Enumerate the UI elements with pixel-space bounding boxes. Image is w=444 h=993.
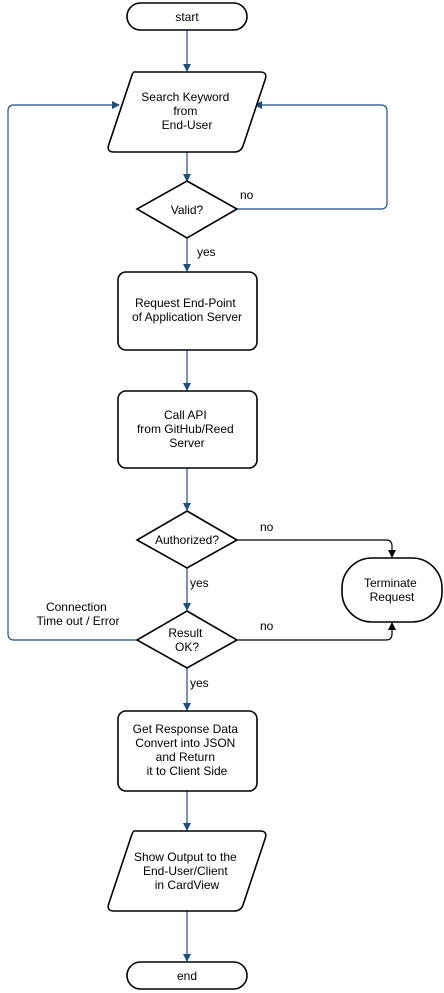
show-output-label: Show Output to the End-User/Client in Ca… [134,850,240,892]
end-terminal: end [126,961,248,990]
edge-result-no-to-terminate [237,622,396,641]
error-edge-label: Connection Time out / Error [37,600,120,628]
result-yes-label: yes [190,676,209,690]
get-response-label: Get Response Data Convert into JSON and … [133,722,242,778]
authorized-label: Authorized? [155,533,219,547]
result-no-label: no [260,619,274,633]
edges [7,30,396,962]
valid-yes-label: yes [197,245,216,259]
authorized-yes-label: yes [190,576,209,590]
show-output-output: Show Output to the End-User/Client in Ca… [107,830,267,912]
get-response-process: Get Response Data Convert into JSON and … [117,710,258,792]
search-keyword-input: Search Keyword from End-User [107,71,267,153]
search-keyword-label: Search Keyword from End-User [141,90,232,132]
start-label: start [175,10,199,24]
result-ok-decision: Result OK? [135,610,239,669]
request-endpoint-process: Request End-Point of Application Server [117,271,258,351]
valid-no-label: no [240,188,254,202]
call-api-process: Call API from GitHub/Reed Server [117,390,258,469]
edge-authorized-no-to-terminate [237,539,396,558]
result-ok-label: Result OK? [168,626,205,654]
terminate-request-terminal: Terminate Request [341,557,443,623]
end-label: end [177,969,197,983]
edge-labels: no yes no yes no yes Connection Time out… [37,188,274,690]
authorized-no-label: no [260,520,274,534]
edge-result-error-loop [7,101,137,641]
authorized-decision: Authorized? [135,510,239,569]
valid-decision: Valid? [135,180,239,239]
terminate-request-label: Terminate Request [364,576,420,604]
request-endpoint-label: Request End-Point of Application Server [132,296,242,324]
start-terminal: start [126,2,248,31]
valid-label: Valid? [171,203,204,217]
edge-valid-no-loop [237,101,388,210]
call-api-label: Call API from GitHub/Reed Server [137,408,237,450]
